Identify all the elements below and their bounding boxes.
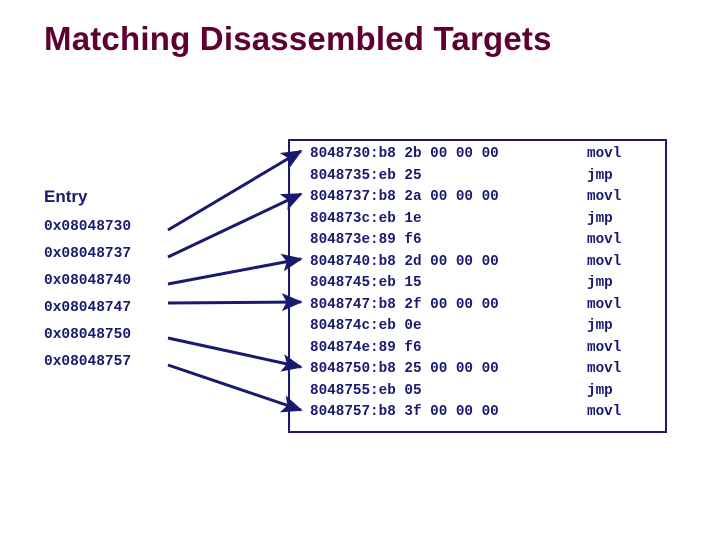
arrow-0x08048737-to-8048737 bbox=[167, 192, 303, 259]
disassembly-address: 8048747: bbox=[310, 296, 379, 313]
disassembly-mnemonic: jmp bbox=[587, 382, 613, 399]
entry-panel: Entry 0x08048730 0x08048737 0x08048740 0… bbox=[44, 186, 184, 376]
disassembly-mnemonic: movl bbox=[587, 189, 622, 205]
disassembly-address: 8048750: bbox=[310, 361, 379, 377]
disassembly-mnemonic: jmp bbox=[587, 318, 613, 334]
disassembly-line: 804873e:89 f6 movl bbox=[310, 230, 660, 252]
disassembly-bytes: b8 2a 00 00 00 bbox=[378, 189, 499, 205]
disassembly-address: 804874c: bbox=[310, 318, 379, 334]
disassembly-bytes: eb 0e bbox=[378, 318, 422, 334]
entry-address-5: 0x08048757 bbox=[44, 354, 132, 370]
disassembly-mnemonic: movl bbox=[587, 296, 622, 313]
arrow-group bbox=[167, 149, 303, 413]
disassembly-address: 8048740: bbox=[310, 253, 379, 270]
disassembly-line: 8048740:b8 2d 00 00 00 movl bbox=[310, 252, 660, 274]
disassembly-address: 8048737: bbox=[310, 189, 379, 205]
disassembly-bytes: eb 25 bbox=[378, 167, 422, 184]
disassembly-address: 804873c: bbox=[310, 210, 379, 227]
entry-address-4: 0x08048750 bbox=[44, 327, 132, 343]
disassembly-line: 8048737:b8 2a 00 00 00 movl bbox=[310, 187, 660, 209]
disassembly-mnemonic: movl bbox=[587, 404, 622, 420]
disassembly-address: 8048755: bbox=[310, 382, 379, 399]
arrow-0x08048757-to-8048757 bbox=[167, 363, 303, 413]
disassembly-mnemonic: movl bbox=[587, 232, 622, 248]
arrow-0x08048740-to-8048740 bbox=[167, 253, 303, 286]
arrow-0x08048750-to-8048750 bbox=[167, 336, 303, 372]
disassembly-mnemonic: movl bbox=[587, 253, 622, 270]
disassembly-line: 804874c:eb 0e jmp bbox=[310, 316, 660, 338]
disassembly-box: 8048730:b8 2b 00 00 00 movl 8048735:eb 25 j… bbox=[288, 139, 667, 433]
entry-address-3: 0x08048747 bbox=[44, 300, 132, 316]
disassembly-address: 8048730: bbox=[310, 146, 379, 162]
disassembly-bytes: eb 15 bbox=[378, 275, 422, 291]
disassembly-bytes: b8 2f 00 00 00 bbox=[378, 296, 499, 313]
page-title: Matching Disassembled Targets bbox=[44, 20, 552, 57]
disassembly-line: 804873c:eb 1e jmp bbox=[310, 209, 660, 231]
disassembly-line: 804874e:89 f6 movl bbox=[310, 338, 660, 360]
disassembly-bytes: 89 f6 bbox=[378, 339, 422, 356]
disassembly-line: 8048757:b8 3f 00 00 00 movl bbox=[310, 402, 660, 424]
disassembly-listing: 8048730:b8 2b 00 00 00 movl 8048735:eb 25 j… bbox=[310, 144, 660, 424]
disassembly-bytes: eb 1e bbox=[378, 210, 422, 227]
disassembly-line: 8048755:eb 05 jmp bbox=[310, 381, 660, 403]
disassembly-mnemonic: jmp bbox=[587, 275, 613, 291]
disassembly-mnemonic: jmp bbox=[587, 167, 613, 184]
entry-address-0: 0x08048730 bbox=[44, 219, 132, 235]
disassembly-line: 8048745:eb 15 jmp bbox=[310, 273, 660, 295]
entry-address-2: 0x08048740 bbox=[44, 273, 132, 289]
disassembly-mnemonic: movl bbox=[587, 146, 622, 162]
disassembly-line: 8048750:b8 25 00 00 00 movl bbox=[310, 359, 660, 381]
disassembly-mnemonic: movl bbox=[587, 361, 622, 377]
arrow-0x08048747-to-8048747 bbox=[167, 293, 303, 312]
entry-panel-heading: Entry bbox=[44, 187, 88, 206]
disassembly-line: 8048747:b8 2f 00 00 00 movl bbox=[310, 295, 660, 317]
disassembly-bytes: 89 f6 bbox=[378, 232, 422, 248]
disassembly-address: 8048757: bbox=[310, 404, 379, 420]
disassembly-address: 804873e: bbox=[310, 232, 379, 248]
disassembly-bytes: b8 25 00 00 00 bbox=[378, 361, 499, 377]
disassembly-mnemonic: jmp bbox=[587, 210, 613, 227]
disassembly-address: 8048735: bbox=[310, 167, 379, 184]
disassembly-line: 8048735:eb 25 jmp bbox=[310, 166, 660, 188]
disassembly-bytes: b8 2d 00 00 00 bbox=[378, 253, 499, 270]
disassembly-mnemonic: movl bbox=[587, 339, 622, 356]
arrow-0x08048730-to-8048730 bbox=[167, 149, 303, 232]
disassembly-bytes: eb 05 bbox=[378, 382, 422, 399]
entry-address-1: 0x08048737 bbox=[44, 246, 132, 262]
disassembly-address: 8048745: bbox=[310, 275, 379, 291]
disassembly-bytes: b8 2b 00 00 00 bbox=[378, 146, 499, 162]
disassembly-address: 804874e: bbox=[310, 339, 379, 356]
disassembly-bytes: b8 3f 00 00 00 bbox=[378, 404, 499, 420]
disassembly-line: 8048730:b8 2b 00 00 00 movl bbox=[310, 144, 660, 166]
